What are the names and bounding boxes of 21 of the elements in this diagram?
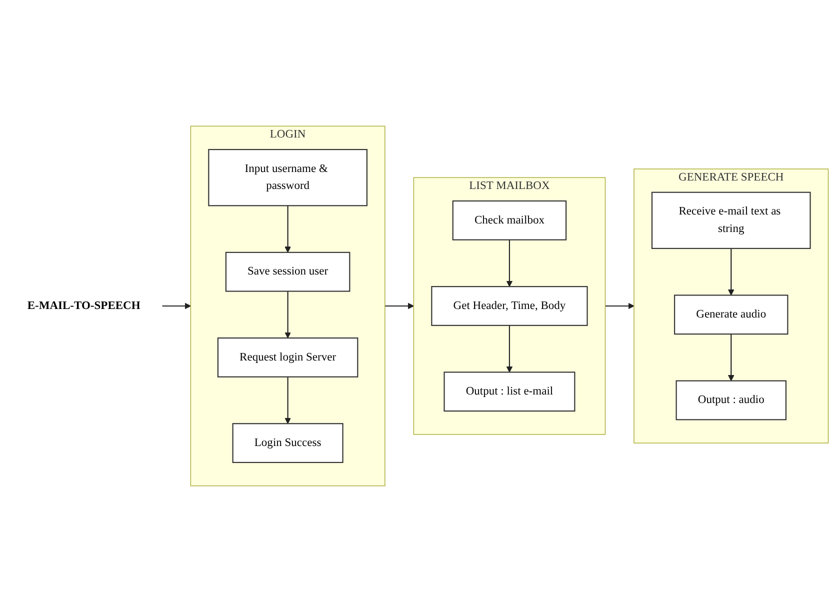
node-box: Output : list e-mail xyxy=(444,372,576,412)
arrow xyxy=(284,206,291,253)
node-box: Input username & password xyxy=(208,149,368,206)
arrow xyxy=(284,376,291,424)
node-box: Get Header, Time, Body xyxy=(431,286,588,326)
arrow xyxy=(162,302,191,310)
node-text: E-MAIL-TO-SPEECH xyxy=(27,300,140,312)
arrow xyxy=(605,302,634,310)
arrow xyxy=(284,291,291,338)
arrow xyxy=(728,248,734,296)
arrow xyxy=(384,302,414,310)
arrow xyxy=(506,325,513,372)
node-box: Generate audio xyxy=(674,294,788,335)
arrow xyxy=(506,240,513,287)
node-box: Receive e-mail text as string xyxy=(651,192,811,249)
node-box: Output : audio xyxy=(676,380,786,420)
arrow xyxy=(728,334,734,382)
node-box: Request login Server xyxy=(217,337,358,378)
node-box: Save session user xyxy=(225,252,350,292)
node-box: Login Success xyxy=(232,423,344,464)
node-box: Check mailbox xyxy=(452,200,567,240)
